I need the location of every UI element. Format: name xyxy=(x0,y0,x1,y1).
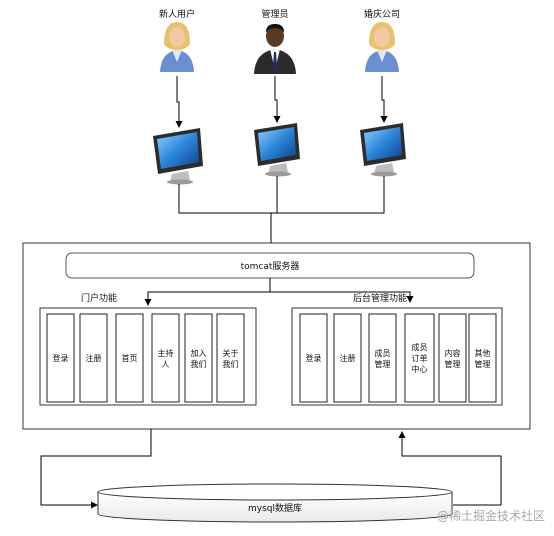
watermark: @稀土掘金技术社区 xyxy=(437,508,545,523)
portal-module-box xyxy=(79,313,108,403)
portal-module-box xyxy=(184,313,213,403)
actor-admin: 管理员 xyxy=(254,8,296,74)
portal-modules: 登录 注册 首页 主持人 加入我们 关于我们 xyxy=(46,313,245,403)
monitor-icon xyxy=(360,123,406,177)
portal-module-label: 加入我们 xyxy=(191,348,207,369)
admin-module-label: 成员管理 xyxy=(375,348,391,369)
admin-module-label: 登录 xyxy=(306,353,322,363)
actor-new-user: 新人用户 xyxy=(159,8,195,72)
portal-section-label: 门户功能 xyxy=(81,292,117,304)
admin-section-label: 后台管理功能 xyxy=(353,292,407,304)
monitor-connectors xyxy=(178,176,385,251)
admin-module-box xyxy=(468,313,497,403)
admin-modules: 登录 注册 成员管理 成员订单中心 内容管理 其他管理 xyxy=(299,313,497,403)
admin-module-box xyxy=(404,313,435,403)
actor-wedding-company: 婚庆公司 xyxy=(364,8,400,72)
portal-module-box xyxy=(151,313,180,403)
tomcat-server-label: tomcat服务器 xyxy=(241,260,300,272)
portal-module-label: 主持人 xyxy=(158,348,174,369)
database-label: mysql数据库 xyxy=(248,502,302,514)
actor-label: 管理员 xyxy=(261,8,288,20)
portal-module-label: 首页 xyxy=(122,353,138,363)
female-user-icon xyxy=(365,22,399,72)
actor-label: 新人用户 xyxy=(159,8,195,20)
admin-module-box xyxy=(333,313,362,403)
monitor-icon xyxy=(153,128,203,185)
portal-module-box xyxy=(216,313,245,403)
female-user-icon xyxy=(160,22,194,72)
admin-module-label: 内容管理 xyxy=(445,348,461,369)
actor-label: 婚庆公司 xyxy=(364,8,400,20)
admin-module-box xyxy=(368,313,397,403)
portal-module-box xyxy=(115,313,144,403)
database-connectors xyxy=(40,429,502,509)
admin-module-label: 注册 xyxy=(340,353,356,363)
admin-module-box xyxy=(299,313,328,403)
database-cylinder xyxy=(97,483,453,523)
monitor-icon xyxy=(254,123,300,177)
function-branch-connectors xyxy=(144,278,414,306)
portal-module-label: 关于我们 xyxy=(223,348,239,369)
portal-module-label: 注册 xyxy=(86,353,102,363)
admin-module-label: 其他管理 xyxy=(475,348,491,369)
admin-user-icon xyxy=(254,24,296,74)
admin-module-label: 成员订单中心 xyxy=(412,342,428,374)
portal-module-label: 登录 xyxy=(53,353,69,363)
admin-module-box xyxy=(438,313,467,403)
portal-module-box xyxy=(46,313,75,403)
actor-connectors xyxy=(175,76,388,128)
